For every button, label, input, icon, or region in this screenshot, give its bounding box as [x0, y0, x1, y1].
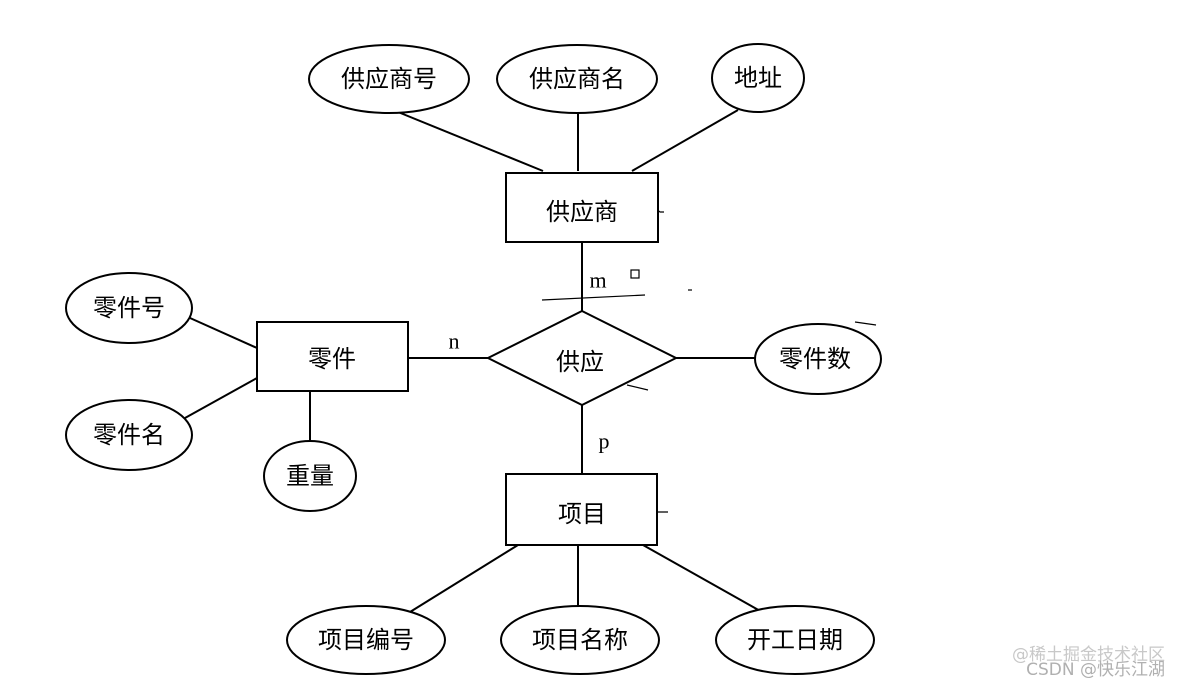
attribute-project-id-label: 项目编号 [318, 626, 414, 654]
attribute-address: 地址 [711, 43, 805, 113]
attribute-supplier-id-ellipse [308, 44, 470, 114]
relationship-supply: 供应 [485, 309, 679, 407]
attribute-part-name-label: 零件名 [93, 421, 165, 449]
edge-part-name [184, 377, 258, 419]
entity-supplier: 供应商 [505, 172, 659, 243]
attribute-part-quantity-ellipse [754, 323, 882, 395]
entity-part-box [256, 321, 409, 392]
attribute-weight-label: 重量 [286, 462, 334, 490]
cardinality-supplier: m [589, 268, 606, 293]
attribute-part-id-label: 零件号 [93, 294, 165, 322]
attribute-part-id: 零件号 [65, 272, 193, 344]
attribute-start-date-ellipse [715, 605, 875, 675]
attribute-project-id: 项目编号 [286, 605, 446, 675]
attribute-part-name-ellipse [65, 399, 193, 471]
stray-dash-1 [541, 294, 646, 301]
attribute-project-id-ellipse [286, 605, 446, 675]
attribute-supplier-id: 供应商号 [308, 44, 470, 114]
edge-supplier-id [397, 111, 544, 172]
cardinality-part: n [449, 329, 460, 354]
attribute-weight-ellipse [263, 440, 357, 512]
entity-project: 项目 [505, 473, 658, 546]
attribute-supplier-id-label: 供应商号 [341, 65, 437, 93]
attribute-start-date-label: 开工日期 [747, 626, 843, 654]
edge-part-id [189, 317, 258, 349]
cardinality-project: p [599, 429, 610, 454]
stray-square [630, 269, 640, 279]
attribute-project-name-label: 项目名称 [532, 626, 628, 654]
attribute-project-name: 项目名称 [500, 605, 660, 675]
edge-project-id [409, 544, 519, 613]
stray-dash-4 [854, 321, 877, 326]
relationship-supply-diamond [485, 309, 679, 407]
entity-project-label: 项目 [558, 500, 606, 528]
entity-project-box [505, 473, 658, 546]
attribute-address-label: 地址 [734, 64, 782, 92]
edge-address [631, 109, 739, 172]
entity-supplier-box [505, 172, 659, 243]
entity-part: 零件 [256, 321, 409, 392]
stray-dash-2 [626, 384, 649, 391]
watermark-csdn: CSDN @快乐江湖 [1026, 660, 1165, 680]
attribute-part-name: 零件名 [65, 399, 193, 471]
connectors [184, 109, 763, 613]
attribute-start-date: 开工日期 [715, 605, 875, 675]
attribute-project-name-ellipse [500, 605, 660, 675]
entity-part-label: 零件 [308, 345, 356, 373]
attribute-address-ellipse [711, 43, 805, 113]
relationship-supply-label: 供应 [556, 348, 604, 376]
entity-supplier-label: 供应商 [546, 198, 618, 226]
edge-start-date [642, 544, 763, 613]
attribute-weight: 重量 [263, 440, 357, 512]
attribute-part-id-ellipse [65, 272, 193, 344]
attribute-supplier-name: 供应商名 [496, 44, 658, 114]
attribute-part-quantity: 零件数 [754, 323, 882, 395]
attribute-supplier-name-ellipse [496, 44, 658, 114]
watermark-juejin: @稀土掘金技术社区 [1012, 645, 1165, 665]
attribute-part-quantity-label: 零件数 [779, 345, 851, 373]
attribute-supplier-name-label: 供应商名 [529, 65, 625, 93]
